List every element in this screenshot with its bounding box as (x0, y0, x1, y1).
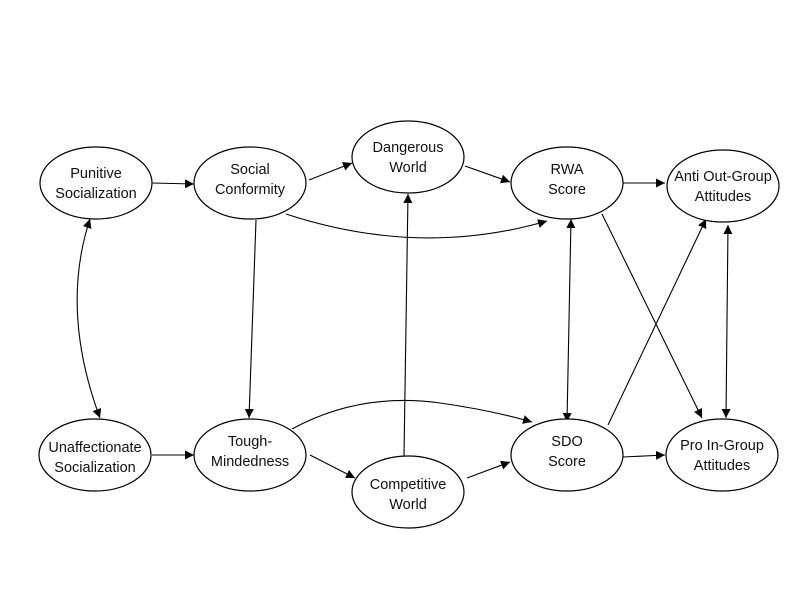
node-punitive-socialization: Punitive Socialization (39, 146, 153, 220)
edge-rwa-to-pro (601, 213, 703, 419)
node-sdo-score: SDO Score (510, 418, 624, 492)
node-label-line2: Attitudes (695, 189, 751, 205)
node-label-line2: Score (548, 182, 586, 198)
node-label-line1: Unaffectionate (48, 440, 141, 456)
edge-competitive-to-sdo (466, 460, 511, 479)
node-label-line1: Competitive (370, 477, 447, 493)
edge-rwa-sdo-bidirectional (562, 218, 576, 423)
node-label-line2: Score (548, 454, 586, 470)
node-label-line2: Socialization (55, 186, 136, 202)
edge-sdo-to-pro (622, 450, 666, 460)
node-label-line1: Social (230, 162, 270, 178)
node-label-line1: SDO (551, 434, 582, 450)
node-label-line1: Dangerous (373, 140, 444, 156)
edge-tough-to-sdo (291, 399, 533, 430)
node-label-line2: Mindedness (211, 454, 289, 470)
edge-tough-to-competitive (309, 454, 356, 479)
node-label-line2: Conformity (215, 182, 286, 198)
edge-dangerous-to-rwa (464, 165, 511, 184)
edge-competitive-to-dangerous (403, 193, 413, 457)
node-label-line2: Attitudes (694, 458, 750, 474)
node-label-line1: RWA (550, 162, 583, 178)
node-dangerous-world: Dangerous World (351, 120, 465, 194)
node-rwa-score: RWA Score (510, 146, 624, 220)
edge-punitive-to-social (151, 179, 195, 189)
edge-social-to-dangerous (308, 162, 353, 181)
node-label-line2: Socialization (54, 460, 135, 476)
node-label-line1: Punitive (70, 166, 122, 182)
node-label-line1: Anti Out-Group (674, 169, 772, 185)
node-tough-mindedness: Tough- Mindedness (193, 418, 307, 492)
edge-punitive-unaff-bidirectional (76, 218, 102, 419)
node-pro-in-group-attitudes: Pro In-Group Attitudes (665, 418, 779, 492)
edge-social-to-tough (244, 219, 257, 419)
node-label-line2: World (389, 160, 427, 176)
edge-sdo-to-anti (607, 218, 707, 426)
node-unaffectionate-socialization: Unaffectionate Socialization (38, 418, 152, 492)
node-label-line1: Tough- (228, 434, 273, 450)
node-label-line1: Pro In-Group (680, 438, 764, 454)
node-competitive-world: Competitive World (351, 455, 465, 529)
edge-anti-pro-bidirectional (721, 224, 733, 419)
edge-social-to-rwa (285, 213, 548, 239)
node-anti-out-group-attitudes: Anti Out-Group Attitudes (666, 149, 780, 223)
node-label-line2: World (389, 497, 427, 513)
node-social-conformity: Social Conformity (193, 146, 307, 220)
